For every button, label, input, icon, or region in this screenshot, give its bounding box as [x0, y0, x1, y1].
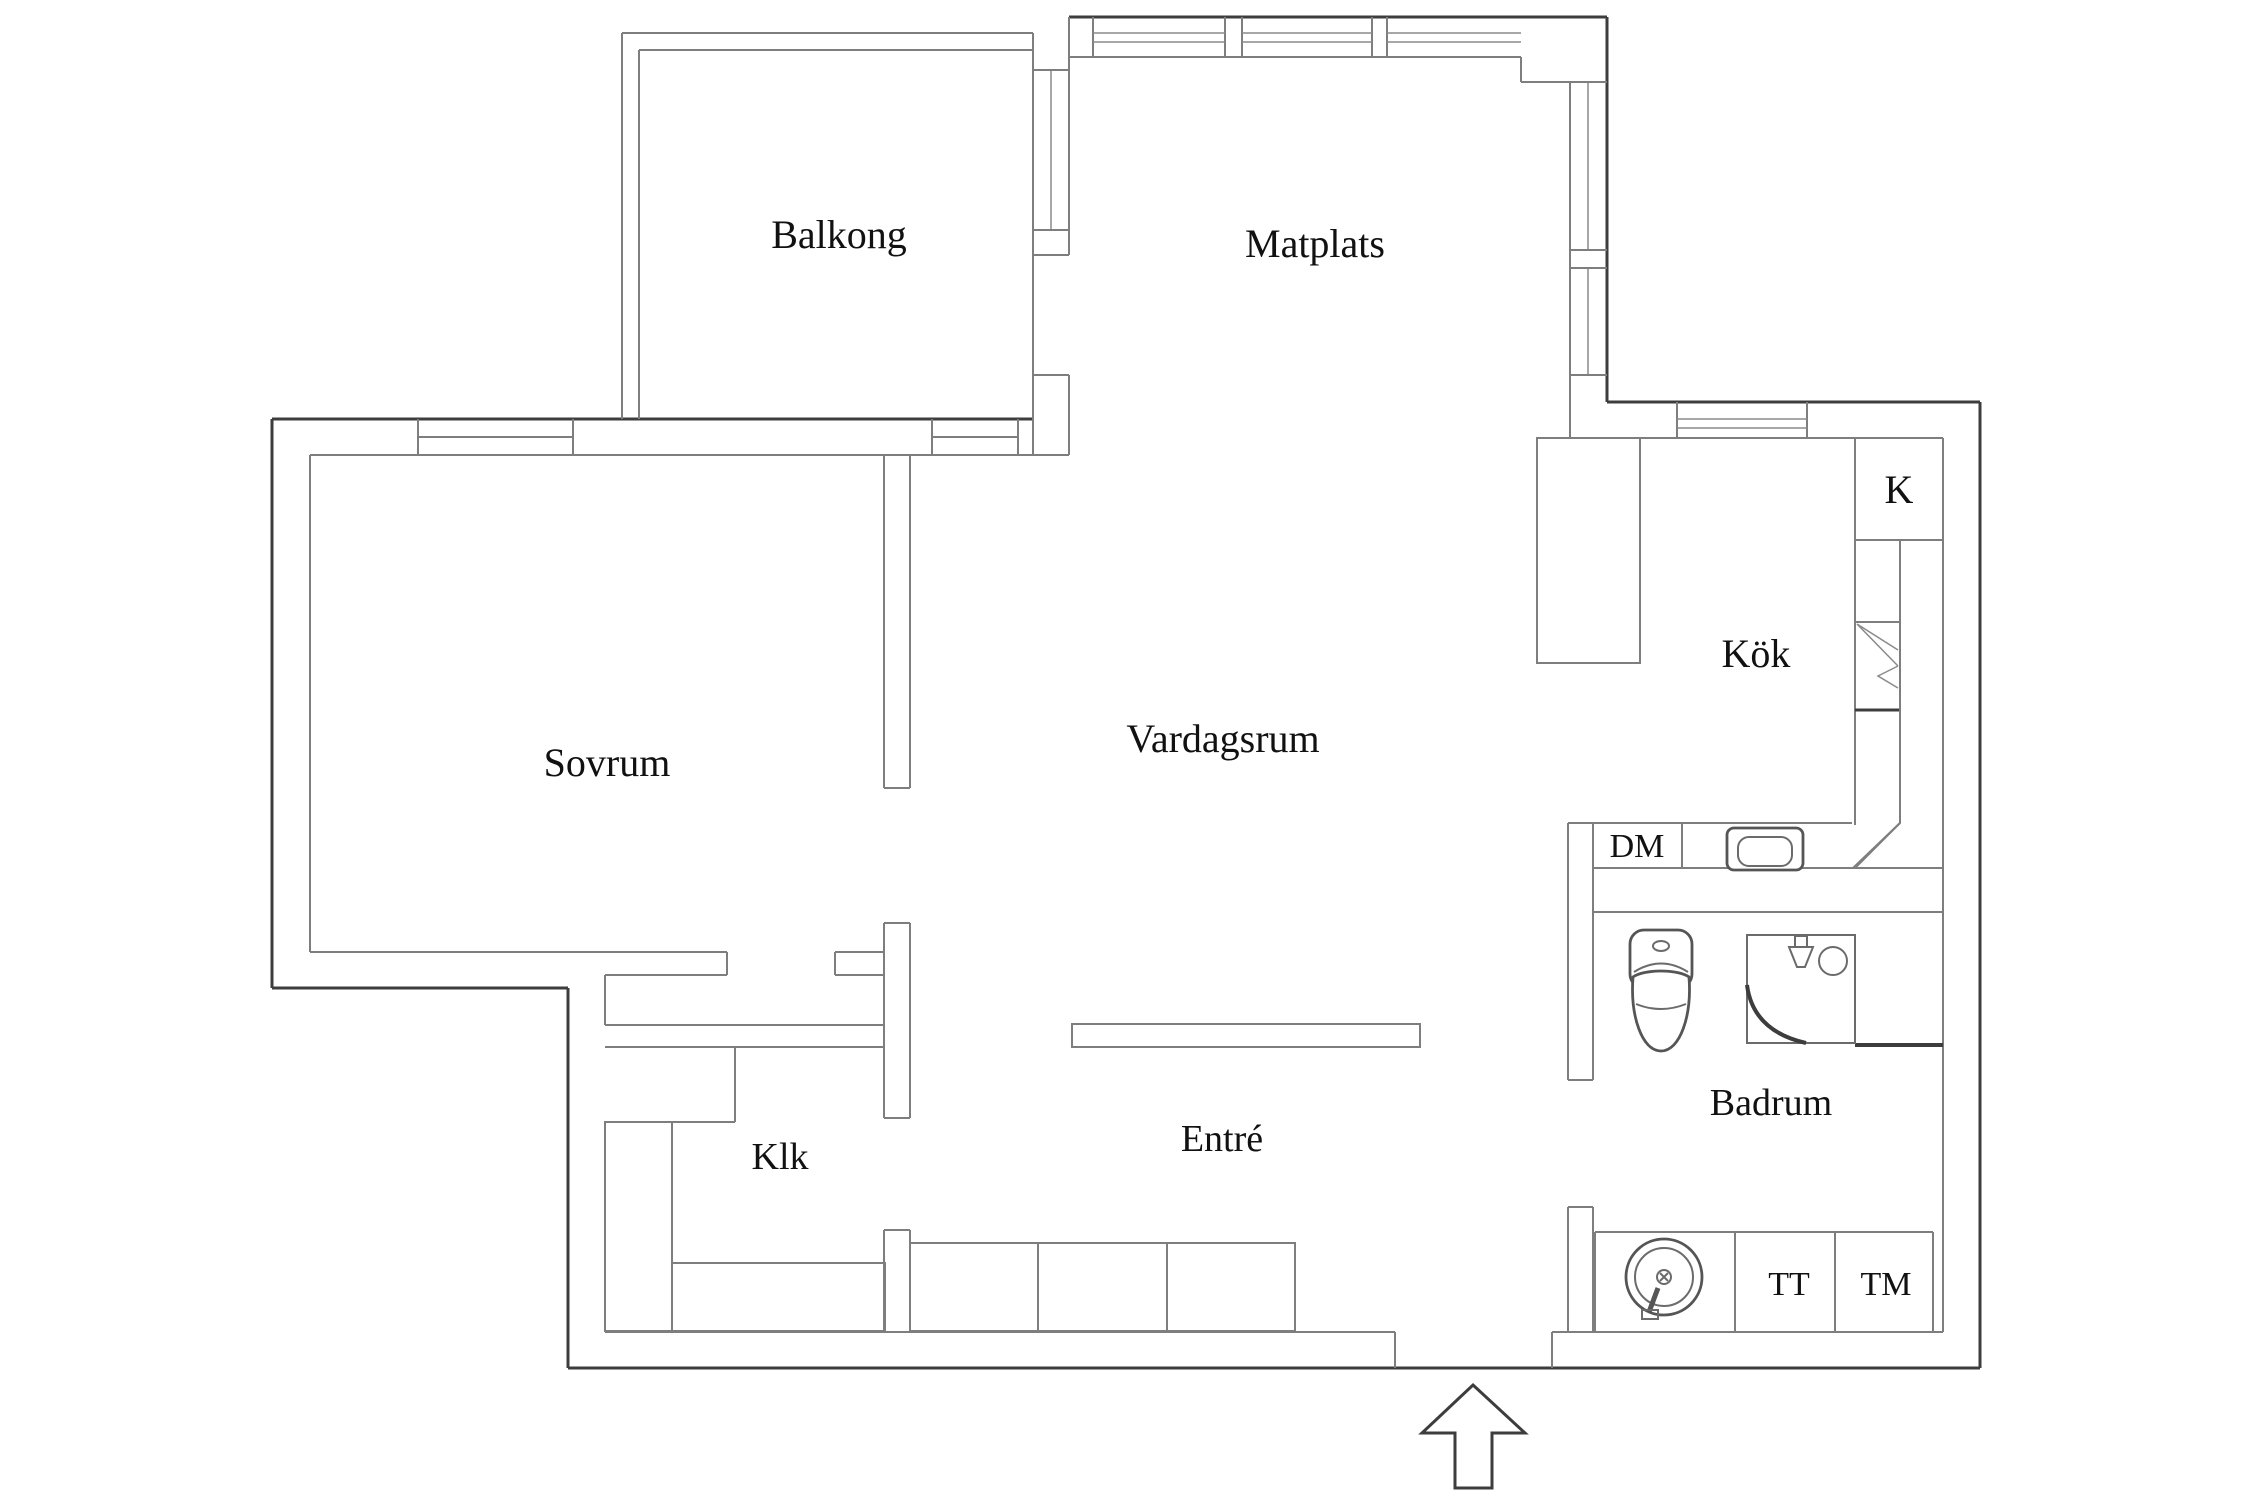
- entrance-arrow-icon: [1418, 1382, 1529, 1490]
- room-label-matplats: Matplats: [1245, 221, 1385, 266]
- closet-cabinet-column: [604, 1121, 673, 1332]
- room-label-entre: Entré: [1181, 1118, 1263, 1160]
- room-label-balkong: Balkong: [771, 212, 907, 257]
- counter-edge: [1855, 542, 1901, 868]
- toilet-icon: [1628, 928, 1694, 1053]
- oven-symbol: [1856, 623, 1899, 689]
- bathroom-fixtures: [1594, 928, 1934, 1332]
- sink-basin: [1737, 836, 1793, 867]
- room-label-sovrum: Sovrum: [544, 740, 671, 785]
- kitchen-tall-cabinet: [1536, 437, 1641, 664]
- room-label-vardagsrum: Vardagsrum: [1126, 716, 1319, 761]
- closet-cabinet-bottom: [671, 1262, 886, 1332]
- washing-machine-icon: [1624, 1237, 1704, 1320]
- appliance-label-washer: TM: [1861, 1266, 1912, 1303]
- wardrobe-box: [1037, 1242, 1168, 1332]
- room-label-badrum: Badrum: [1710, 1082, 1832, 1124]
- appliance-label-dishwasher: DM: [1610, 828, 1665, 865]
- balcony-walls: [621, 17, 1070, 456]
- kitchen-fixtures: [1536, 437, 1943, 872]
- outer-walls: [270, 15, 1982, 1370]
- appliance-label-fridge: K: [1885, 467, 1914, 512]
- room-label-kok: Kök: [1722, 631, 1791, 676]
- laundry-row: [1594, 1231, 1934, 1332]
- room-label-klk: Klk: [752, 1136, 809, 1178]
- interior-walls: [309, 438, 1944, 1368]
- windows: [417, 17, 1943, 455]
- hall-shelf: [1071, 1023, 1421, 1048]
- appliance-label-dryer: TT: [1768, 1266, 1810, 1303]
- wardrobe-box: [909, 1242, 1039, 1332]
- hall-fixtures: [604, 1023, 1421, 1332]
- shower-icon: [1745, 934, 1856, 1045]
- labels: Balkong Matplats Sovrum Vardagsrum Kök K…: [544, 212, 1914, 1303]
- wardrobe-box: [1166, 1242, 1296, 1332]
- sink-icon: [1725, 826, 1805, 872]
